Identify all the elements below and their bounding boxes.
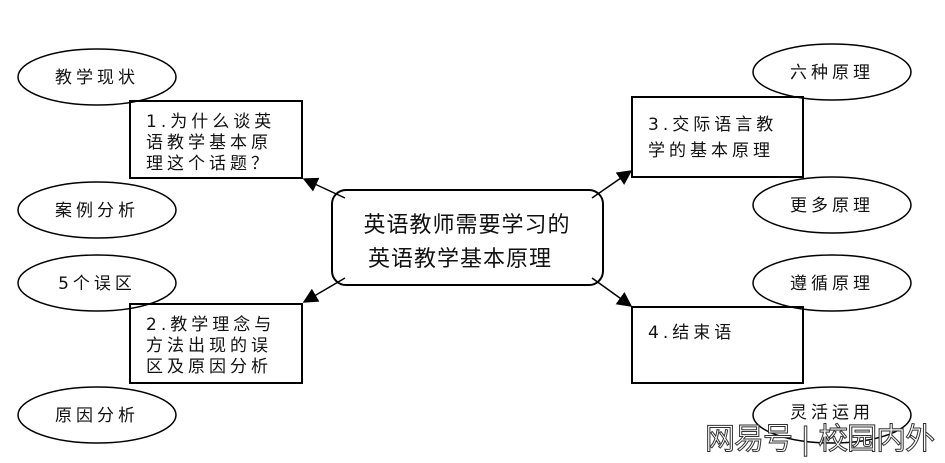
box-1-line: 1.为什么谈英 bbox=[146, 112, 275, 132]
ellipse-4 bbox=[752, 43, 912, 101]
ellipse-1 bbox=[17, 181, 177, 239]
box-4-line: 4.结束语 bbox=[648, 323, 735, 343]
box-1-line: 理这个话题？ bbox=[146, 154, 272, 174]
ellipse-label: 遵循原理 bbox=[790, 274, 874, 294]
box-3-line: 学的基本原理 bbox=[648, 141, 774, 161]
center-line-1: 英语教师需要学习的 bbox=[363, 213, 570, 238]
box-2-line: 方法出现的误 bbox=[146, 336, 272, 356]
ellipse-0 bbox=[17, 48, 177, 106]
box-2-line: 区及原因分析 bbox=[146, 357, 272, 377]
ellipse-label: 5个误区 bbox=[58, 274, 136, 294]
ellipse-label: 灵活运用 bbox=[790, 403, 874, 423]
ellipse-7 bbox=[752, 386, 912, 444]
center-line-2: 英语教学基本原理 bbox=[368, 247, 552, 272]
box-3-line: 3.交际语言教 bbox=[648, 115, 777, 135]
center-node bbox=[331, 189, 604, 286]
ellipse-label: 更多原理 bbox=[790, 196, 874, 216]
box-2 bbox=[129, 303, 303, 384]
arrow-to-box-4 bbox=[591, 277, 633, 307]
box-4 bbox=[631, 306, 804, 384]
ellipse-label: 原因分析 bbox=[55, 406, 139, 426]
watermark: 网易号 | 校园内外 bbox=[704, 422, 935, 458]
ellipse-label: 教学现状 bbox=[55, 68, 139, 88]
ellipse-label: 六种原理 bbox=[790, 63, 874, 83]
box-1 bbox=[129, 100, 303, 179]
ellipse-6 bbox=[752, 254, 912, 312]
ellipse-label: 案例分析 bbox=[55, 201, 139, 221]
box-2-line: 2.教学理念与 bbox=[146, 314, 275, 335]
arrow-to-box-2 bbox=[302, 277, 346, 303]
ellipse-2 bbox=[17, 254, 177, 312]
arrow-to-box-1 bbox=[302, 177, 346, 199]
ellipse-5 bbox=[752, 176, 912, 234]
box-1-line: 语教学基本原 bbox=[146, 133, 272, 153]
box-3 bbox=[631, 96, 804, 178]
ellipse-3 bbox=[17, 386, 177, 444]
